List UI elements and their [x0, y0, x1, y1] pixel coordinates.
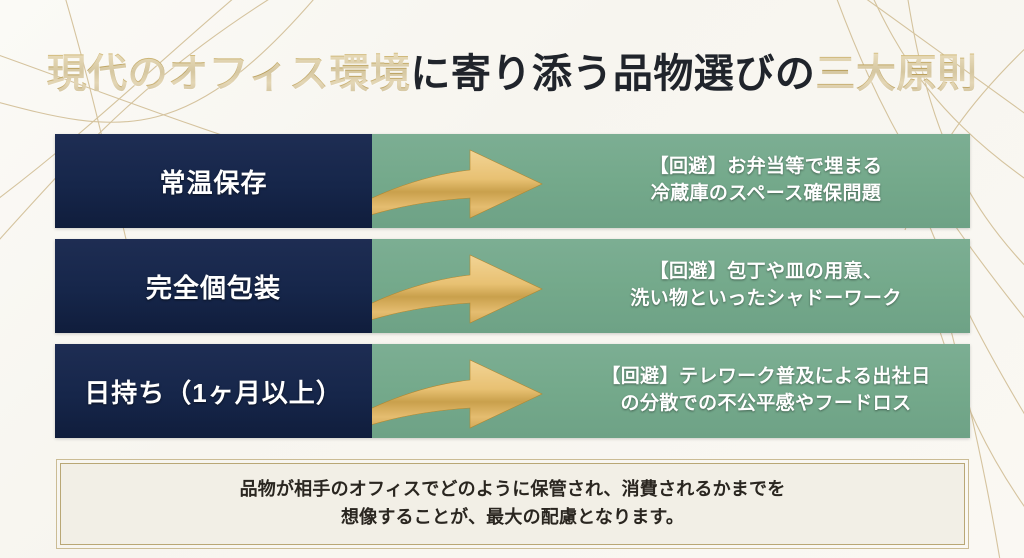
principle-label-text: 完全個包装: [145, 272, 281, 303]
principle-description: 【回避】テレワーク普及による出社日 の分散での不公平感やフードロス: [570, 364, 962, 418]
page-title: 現代のオフィス環境に寄り添う品物選びの三大原則: [0, 52, 1024, 96]
summary-note-text: 品物が相手のオフィスでどのように保管され、消費されるかまでを 想像することが、最…: [240, 476, 786, 532]
principle-row: 常温保存 【回避】お弁当等で埋まる 冷蔵庫のスペース確保問題: [55, 134, 970, 228]
principle-body-box: 【回避】テレワーク普及による出社日 の分散での不公平感やフードロス: [372, 344, 970, 438]
summary-note-line-2: 想像することが、最大の配慮となります。: [340, 507, 685, 527]
curved-right-arrow-icon: [372, 359, 543, 429]
principle-label-box: 日持ち（1ヶ月以上）: [55, 344, 372, 438]
principle-row: 日持ち（1ヶ月以上） 【回避】テレワーク普及による出社日 の分散での不公平感や: [55, 344, 970, 438]
principle-row: 完全個包装 【回避】包丁や皿の用意、 洗い物といったシャドーワーク: [55, 239, 970, 333]
principle-description-line-2: 洗い物といったシャドーワーク: [630, 288, 902, 309]
principle-description-line-2: の分散での不公平感やフードロス: [620, 393, 912, 414]
page-title-part-1: 現代のオフィス環境: [46, 52, 411, 96]
page-title-part-2: に寄り添う品物選びの: [410, 52, 816, 96]
principle-label-text: 常温保存: [159, 167, 268, 198]
principle-label-box: 完全個包装: [55, 239, 372, 333]
principle-body-box: 【回避】包丁や皿の用意、 洗い物といったシャドーワーク: [372, 239, 970, 333]
principle-label-text: 日持ち（1ヶ月以上）: [84, 377, 343, 408]
principle-label-box: 常温保存: [55, 134, 372, 228]
principle-description-line-1: 【回避】包丁や皿の用意、: [649, 261, 883, 283]
curved-right-arrow-icon: [372, 254, 543, 324]
principle-description-line-2: 冷蔵庫のスペース確保問題: [650, 183, 882, 204]
summary-note-line-1: 品物が相手のオフィスでどのように保管され、消費されるかまでを: [239, 479, 786, 500]
curved-right-arrow-icon: [372, 149, 543, 219]
principle-body-box: 【回避】お弁当等で埋まる 冷蔵庫のスペース確保問題: [372, 134, 970, 228]
summary-note-box: 品物が相手のオフィスでどのように保管され、消費されるかまでを 想像することが、最…: [56, 459, 969, 549]
page-title-part-3: 三大原則: [815, 52, 978, 96]
principle-description: 【回避】お弁当等で埋まる 冷蔵庫のスペース確保問題: [570, 154, 962, 208]
principle-description-line-1: 【回避】お弁当等で埋まる: [649, 156, 883, 178]
principle-description-line-1: 【回避】テレワーク普及による出社日: [601, 366, 931, 388]
principle-description: 【回避】包丁や皿の用意、 洗い物といったシャドーワーク: [570, 259, 962, 313]
